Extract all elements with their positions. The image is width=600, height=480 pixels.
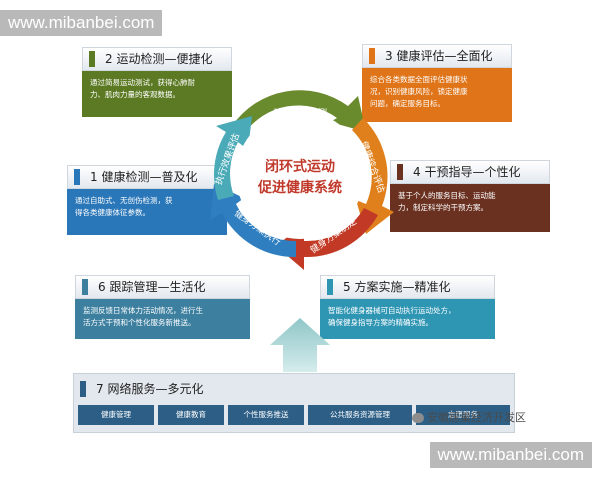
card-body-line: 问题，确定服务目标。 (370, 99, 445, 108)
card-body-line: 确保健身指导方案的精确实施。 (328, 318, 433, 327)
card-body-line: 通过简易运动测试，获得心肺耐 (90, 78, 195, 87)
card-title: 4 干预指导—个性化 (413, 165, 521, 179)
card-title: 5 方案实施—精准化 (343, 280, 451, 294)
card-health-check: 1 健康检测—普及化 通过自助式、无创伤检测，获 得各类健康体征参数。 (67, 165, 227, 235)
flag-icon (80, 381, 86, 397)
flag-icon (369, 48, 375, 64)
card-body-line: 综合各类数据全面评估健康状 (370, 75, 468, 84)
center-title-line1: 闭环式运动 (265, 158, 335, 175)
card-body-line: 得各类健康体征参数。 (75, 208, 150, 217)
service-health-management: 健康管理 (78, 405, 154, 425)
card-body-line: 力、肌肉力量的客观数据。 (90, 90, 180, 99)
card-body-line: 监测反馈日常体力活动情况，进行生 (83, 306, 203, 315)
card-tracking: 6 跟踪管理—生活化 监测反馈日常体力活动情况，进行生 活方式干预和个性化服务新… (75, 275, 250, 339)
service-health-education: 健康教育 (158, 405, 224, 425)
flag-icon (82, 279, 88, 295)
card-title: 3 健康评估—全面化 (385, 49, 493, 63)
arc-arrow-left (214, 116, 252, 200)
label-health-status-check: 健康状况检测 (273, 107, 327, 119)
card-body-line: 力，制定科学的干预方案。 (398, 203, 488, 212)
wechat-source: 安徽居巢经济开发区 (412, 409, 526, 425)
wechat-source-text: 安徽居巢经济开发区 (427, 411, 526, 424)
arc-arrow-right (352, 118, 394, 234)
flag-icon (74, 169, 80, 185)
flag-icon (327, 279, 333, 295)
service-personalized-push: 个性服务推送 (228, 405, 304, 425)
arc-arrow-bottom-right (276, 208, 378, 270)
watermark-top: www.mibanbei.com (0, 10, 163, 36)
center-title-line2: 促进健康系统 (257, 179, 342, 196)
watermark-bottom: www.mibanbei.com (429, 442, 592, 468)
card-body-line: 活方式干预和个性化服务新推送。 (83, 318, 196, 327)
card-implementation: 5 方案实施—精准化 智能化健身器械可自动执行运动处方， 确保健身指导方案的精确… (320, 275, 495, 339)
service-volunteer: 志愿服务 (416, 405, 510, 425)
card-body-line: 通过自助式、无创伤检测，获 (75, 196, 173, 205)
service-public-resources: 公共服务资源管理 (308, 405, 412, 425)
flag-icon (397, 164, 403, 180)
card-intervention: 4 干预指导—个性化 基于个人的服务目标、运动能 力，制定科学的干预方案。 (390, 160, 550, 232)
up-arrow-icon (270, 318, 330, 372)
arc-arrow-bottom-left (210, 184, 296, 258)
card-title: 1 健康检测—普及化 (90, 170, 198, 184)
network-services-bar: 7 网络服务—多元化 健康管理 健康教育 个性服务推送 公共服务资源管理 志愿服… (73, 373, 515, 433)
cycle-center (236, 111, 364, 239)
card-health-assessment: 3 健康评估—全面化 综合各类数据全面评估健康状 况，识别健康风险，锁定健康 问… (362, 44, 512, 122)
card-body-line: 基于个人的服务目标、运动能 (398, 191, 496, 200)
network-title-text: 7 网络服务—多元化 (96, 382, 204, 396)
card-title: 6 跟踪管理—生活化 (98, 280, 206, 294)
wechat-icon (412, 413, 424, 423)
flag-icon (89, 51, 95, 67)
arc-arrow-top (232, 90, 366, 134)
card-exercise-test: 2 运动检测—便捷化 通过简易运动测试，获得心肺耐 力、肌肉力量的客观数据。 (82, 47, 232, 117)
card-title: 2 运动检测—便捷化 (105, 52, 213, 66)
network-title: 7 网络服务—多元化 (74, 378, 203, 400)
card-body-line: 况，识别健康风险，锁定健康 (370, 87, 468, 96)
card-body-line: 智能化健身器械可自动执行运动处方， (328, 306, 456, 315)
